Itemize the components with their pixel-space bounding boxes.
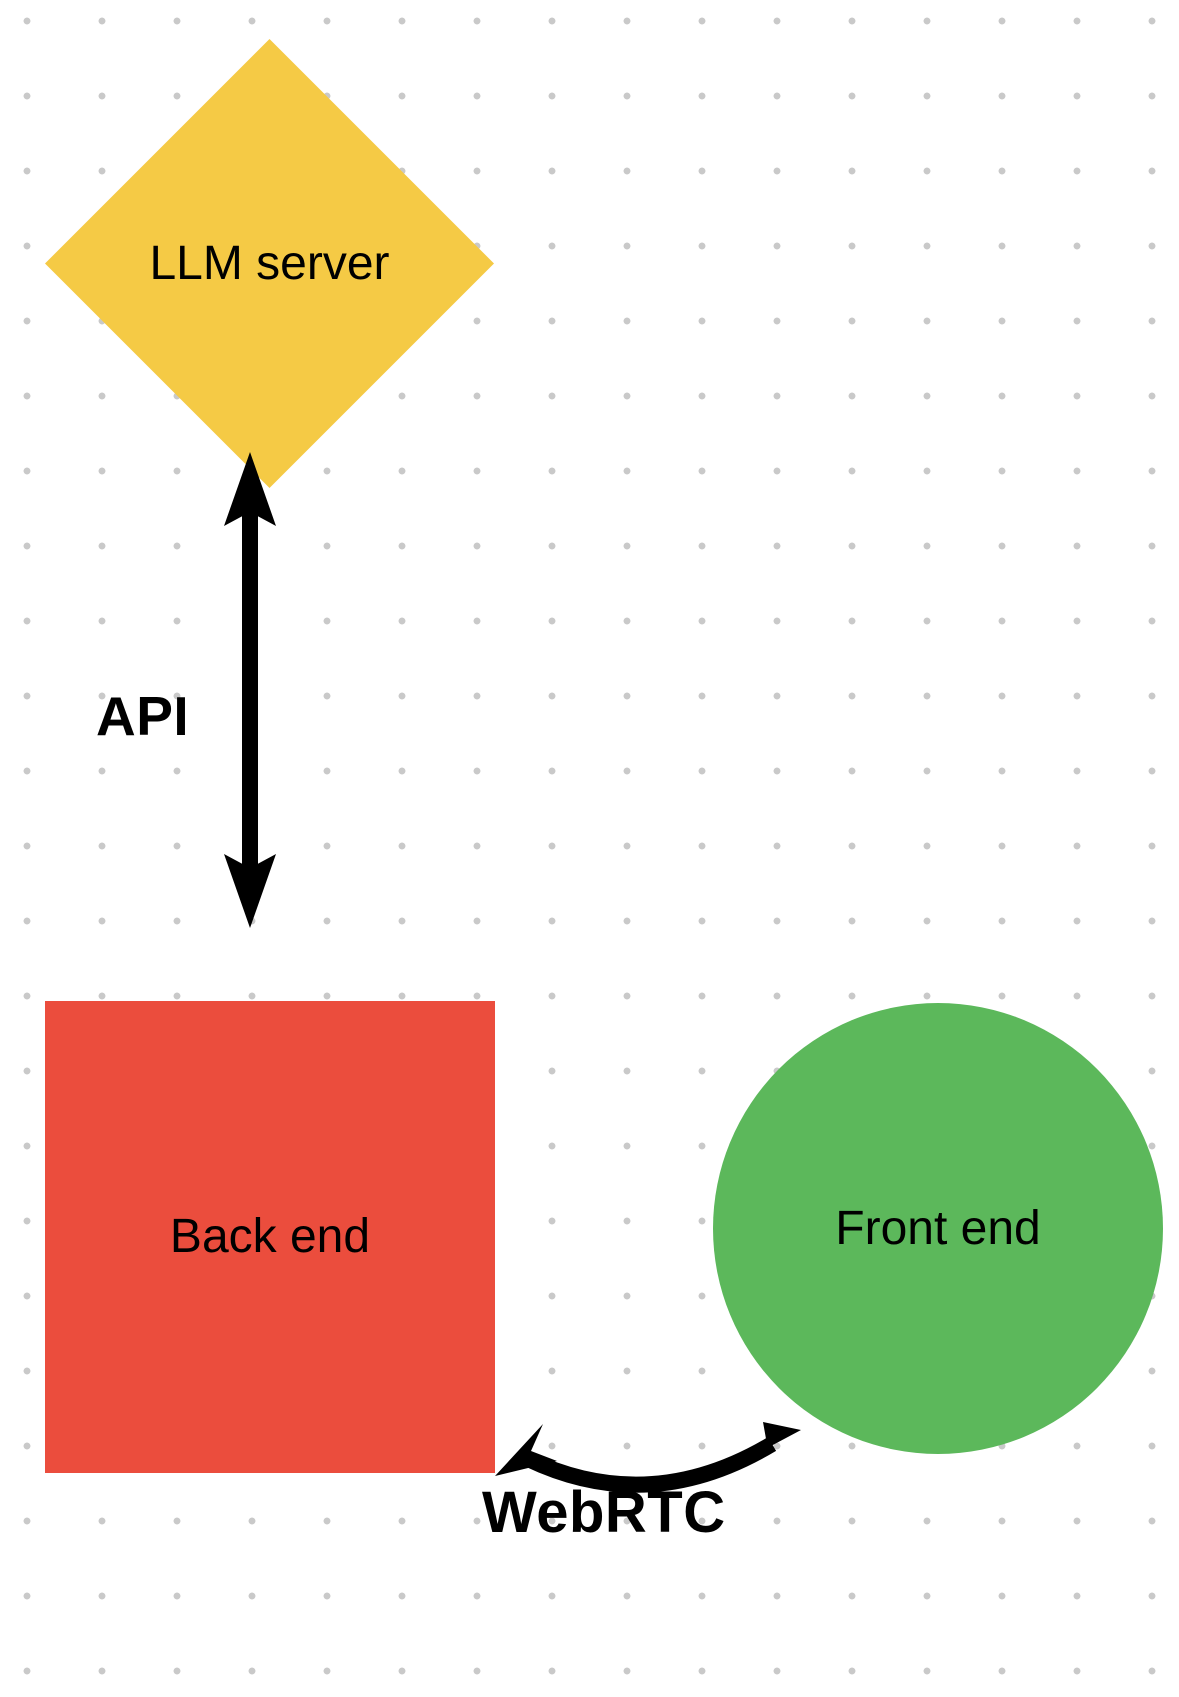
arrowhead-right-icon	[741, 1422, 801, 1462]
node-front-end[interactable]	[713, 1003, 1163, 1454]
node-llm-server[interactable]	[45, 39, 494, 488]
arrowhead-left-icon	[495, 1424, 557, 1476]
edge-webrtc-curve	[524, 1437, 777, 1493]
node-back-end[interactable]	[45, 1001, 495, 1473]
edge-webrtc-connector[interactable]	[495, 1422, 801, 1493]
arrowhead-up-icon	[224, 452, 276, 526]
arrowhead-down-icon	[224, 854, 276, 928]
edge-api-connector[interactable]	[224, 452, 276, 928]
